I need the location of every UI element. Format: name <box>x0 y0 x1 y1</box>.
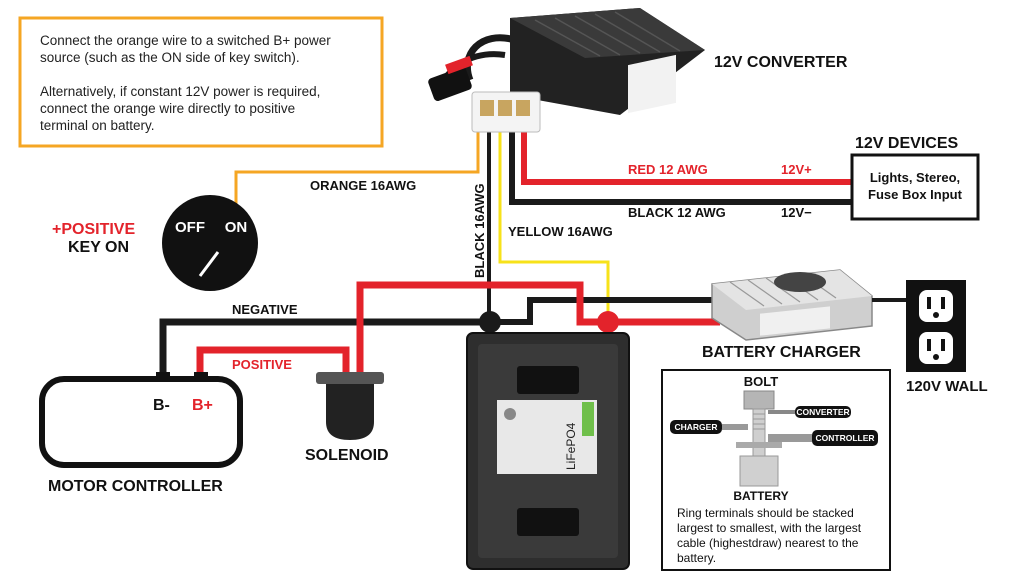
key-switch-label-line-2: KEY ON <box>68 239 129 256</box>
key-switch-off: OFF <box>175 219 205 236</box>
main-positive-wire <box>356 281 720 375</box>
yellow-16awg-wire <box>498 128 610 322</box>
wall-title: 120V WALL <box>906 378 988 395</box>
black-16awg-label: BLACK 16AWG <box>472 183 487 278</box>
orange-wire-label: ORANGE 16AWG <box>310 178 416 193</box>
neg-12v-label: 12V− <box>781 205 812 220</box>
yellow-wire-label: YELLOW 16AWG <box>508 224 613 239</box>
controller-positive-wire <box>196 346 350 380</box>
battery-charger <box>711 269 873 341</box>
black-12awg-wire <box>509 128 852 205</box>
bolt-note-line-1: Ring terminals should be stacked <box>677 506 854 520</box>
negative-wire <box>159 318 490 380</box>
battery-brand: LiFePO4 <box>564 422 578 470</box>
positive-junction-node <box>597 311 619 333</box>
wall-outlet <box>906 280 966 372</box>
key-switch-label-line-1: +POSITIVE <box>52 221 135 238</box>
motor-controller-title: MOTOR CONTROLLER <box>48 478 223 495</box>
note-line-5: terminal on battery. <box>40 118 155 133</box>
red-wire-label: RED 12 AWG <box>628 162 708 177</box>
devices-title: 12V DEVICES <box>855 135 958 152</box>
bolt-title: BOLT <box>744 374 778 389</box>
bolt-note-line-4: battery. <box>677 551 716 565</box>
devices-box-line-2: Fuse Box Input <box>868 187 963 202</box>
converter-unit <box>428 8 705 133</box>
bolt-battery-label: BATTERY <box>733 489 788 503</box>
negative-wire-label: NEGATIVE <box>232 302 298 317</box>
black-wire-label: BLACK 12 AWG <box>628 205 726 220</box>
motor-controller-body <box>39 376 243 468</box>
solenoid-title: SOLENOID <box>305 447 389 464</box>
note-line-4: connect the orange wire directly to posi… <box>40 101 295 116</box>
key-switch-on: ON <box>225 219 248 236</box>
negative-junction-node <box>479 311 501 333</box>
note-box <box>18 16 384 148</box>
devices-box <box>850 153 980 221</box>
note-line-1: Connect the orange wire to a switched B+… <box>40 33 331 48</box>
motor-controller-bminus: B- <box>153 397 170 414</box>
charger-black-wire <box>490 297 720 325</box>
bolt-charger-label: CHARGER <box>675 422 718 432</box>
solenoid <box>316 372 384 440</box>
bolt-controller-label: CONTROLLER <box>815 433 874 443</box>
devices-box-line-1: Lights, Stereo, <box>870 170 960 185</box>
key-switch-lever <box>198 251 220 277</box>
red-12awg-wire <box>521 128 852 185</box>
converter-title: 12V CONVERTER <box>714 54 848 71</box>
pos-12v-label: 12V+ <box>781 162 812 177</box>
key-switch[interactable]: OFF ON <box>162 195 258 291</box>
bolt-stack <box>670 390 878 487</box>
motor-controller-bplus-terminal <box>194 372 208 382</box>
note-line-2: source (such as the ON side of key switc… <box>40 50 300 65</box>
orange-wire <box>234 128 480 210</box>
bolt-note-line-2: largest to smallest, with the largest <box>677 521 862 535</box>
lithium-battery: LiFePO4 <box>466 332 630 570</box>
motor-controller-bminus-terminal <box>156 372 170 382</box>
positive-wire-label: POSITIVE <box>232 357 292 372</box>
bolt-converter-label: CONVERTER <box>796 407 849 417</box>
note-line-3: Alternatively, if constant 12V power is … <box>40 84 320 99</box>
bolt-note-line-3: cable (highestdraw) nearest to the <box>677 536 859 550</box>
battery-charger-title: BATTERY CHARGER <box>702 344 861 361</box>
motor-controller-bplus: B+ <box>192 397 213 414</box>
